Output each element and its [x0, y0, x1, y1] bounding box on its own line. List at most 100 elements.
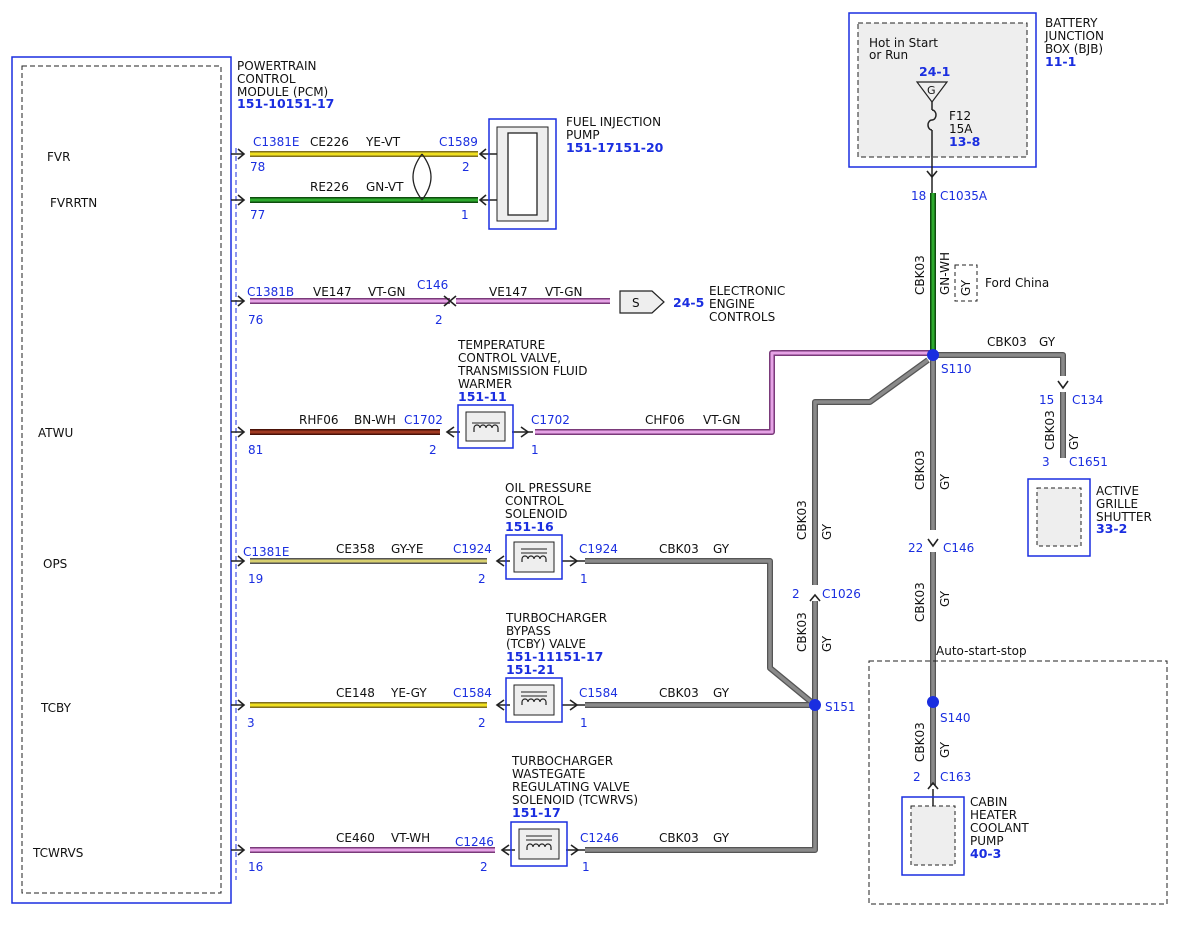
feed-color: GN-WH — [938, 252, 952, 295]
c1026-arrow — [809, 593, 821, 602]
c134-arrow — [1057, 380, 1069, 390]
c134-pin: 15 — [1039, 393, 1054, 407]
bjb-ref-link[interactable]: 11-1 — [1045, 54, 1076, 69]
auto-start-stop-label: Auto-start-stop — [936, 644, 1027, 658]
main-down-color-2: GY — [938, 590, 952, 607]
tcwrvs-ground-connector: C1246 — [580, 831, 619, 845]
main-down-circuit-2: CBK03 — [913, 582, 927, 622]
feed-circuit: CBK03 — [913, 255, 927, 295]
pcm-pin-tcby: TCBY — [40, 701, 72, 715]
fvr-color: YE-VT — [365, 135, 401, 149]
s151-branch-color: GY — [820, 523, 834, 540]
tcwrvs-circuit: CE460 — [336, 831, 375, 845]
c146-arrow — [927, 538, 939, 548]
auto-start-stop-region — [868, 660, 1168, 905]
ags-wire-circuit: CBK03 — [1043, 410, 1057, 450]
fuse-ref-link[interactable]: 13-8 — [949, 134, 980, 149]
fvr-connector-right: C1589 — [439, 135, 478, 149]
ops-pin-left: 19 — [248, 572, 263, 586]
oil-pressure-control-solenoid[interactable] — [505, 534, 563, 580]
active-grille-shutter[interactable] — [1027, 478, 1091, 557]
splice-s110[interactable] — [927, 349, 939, 361]
eec-title-2: ENGINE — [709, 297, 755, 311]
tcwrvs-color: VT-WH — [391, 831, 430, 845]
pcm-pin-ops: OPS — [43, 557, 67, 571]
bjb-module[interactable] — [848, 12, 1037, 168]
fip-ref-link[interactable]: 151-17151-20 — [566, 140, 664, 155]
turbocharger-bypass-valve[interactable] — [505, 677, 563, 723]
tcby-color: YE-GY — [390, 686, 427, 700]
ops-title-3: SOLENOID — [505, 507, 568, 521]
splice-s110-label: S110 — [941, 362, 972, 376]
coil-icon — [521, 555, 547, 562]
pcm-ref-link[interactable]: 151-10151-17 — [237, 96, 334, 111]
ve147-color-a: VT-GN — [368, 285, 405, 299]
tcby-title-3: (TCBY) VALVE — [506, 637, 586, 651]
svg-text:G: G — [927, 84, 936, 97]
fvrrtn-pin-left: 77 — [250, 208, 265, 222]
coil-icon — [526, 843, 552, 850]
pcm-module[interactable] — [11, 56, 237, 904]
fuel-injection-pump[interactable] — [488, 118, 557, 230]
splice-s140[interactable] — [927, 696, 939, 708]
ops-color: GY-YE — [391, 542, 423, 556]
tcby-title-2: BYPASS — [506, 624, 551, 638]
chf06-connector: C1702 — [531, 413, 570, 427]
tcwrvs-ground-color: GY — [713, 831, 730, 845]
ops-ground-connector: C1924 — [579, 542, 618, 556]
tcwrvs-ground-circuit: CBK03 — [659, 831, 699, 845]
ops-ref-link[interactable]: 151-16 — [505, 519, 554, 534]
ops-ground-color: GY — [713, 542, 730, 556]
tcby-ref-link[interactable]: 151-11151-17 — [506, 649, 603, 664]
ags-ref-link[interactable]: 33-2 — [1096, 521, 1127, 536]
bjb-hot-ref-link[interactable]: 24-1 — [919, 64, 950, 79]
ford-china-variant-box — [954, 264, 978, 302]
splice-s151[interactable] — [809, 699, 821, 711]
tcby-ground-pin: 1 — [580, 716, 588, 730]
tcv-title-3: TRANSMISSION FLUID — [457, 364, 587, 378]
chcp-title-3: COOLANT — [970, 821, 1029, 835]
ve147-pin-right: 2 — [435, 313, 443, 327]
tcwrvs-ref-link[interactable]: 151-17 — [512, 805, 561, 820]
pcm-arrow-tcwrvs — [231, 844, 246, 856]
tcv-ref-link[interactable]: 151-11 — [458, 389, 507, 404]
s151-branch-color-2: GY — [820, 635, 834, 652]
pcm-pin-tcwrvs: TCWRVS — [32, 846, 83, 860]
rhf06-circuit: RHF06 — [299, 413, 339, 427]
bjb-hot-text-1: Hot in Start — [869, 36, 938, 50]
eec-title-1: ELECTRONIC — [709, 284, 785, 298]
tcv-title-1: TEMPERATURE — [457, 338, 545, 352]
s151-branch-circuit: CBK03 — [795, 500, 809, 540]
c146-label: C146 — [943, 541, 974, 555]
chcp-ref-link[interactable]: 40-3 — [970, 846, 1001, 861]
cabin-heater-coolant-pump[interactable] — [901, 796, 965, 876]
ags-title-1: ACTIVE — [1096, 484, 1139, 498]
coil-icon — [473, 424, 499, 432]
ve147-connector-left: C1381B — [247, 285, 294, 299]
temperature-control-valve[interactable] — [457, 404, 514, 449]
to-ags-color: GY — [1039, 335, 1056, 349]
pcm-title-3: MODULE (PCM) — [237, 85, 328, 99]
s151-branch-circuit-2: CBK03 — [795, 612, 809, 652]
feed-pin: 18 — [911, 189, 926, 203]
turbocharger-wastegate-solenoid[interactable] — [510, 821, 568, 867]
chcp-wire-color: GY — [938, 741, 952, 758]
splice-s-reference[interactable]: S — [619, 290, 665, 314]
fuse-name: F12 — [949, 109, 971, 123]
eec-ref-link[interactable]: 24-5 — [673, 295, 704, 310]
c163-pin: 2 — [913, 770, 921, 784]
tcv-title-4: WARMER — [458, 377, 512, 391]
tcwrvs-connector-right: C1246 — [455, 835, 494, 849]
pcm-title-2: CONTROL — [237, 72, 296, 86]
fvr-circuit: CE226 — [310, 135, 349, 149]
tcby-ref2-link[interactable]: 151-21 — [506, 662, 555, 677]
ops-connector-right: C1924 — [453, 542, 492, 556]
fip-title-2: PUMP — [566, 128, 600, 142]
c1651-pin: 3 — [1042, 455, 1050, 469]
fuse-icon — [927, 102, 937, 193]
chf06-circuit: CHF06 — [645, 413, 685, 427]
pcm-arrow-atwu — [231, 426, 246, 438]
ops-circuit: CE358 — [336, 542, 375, 556]
svg-text:S: S — [632, 296, 640, 310]
